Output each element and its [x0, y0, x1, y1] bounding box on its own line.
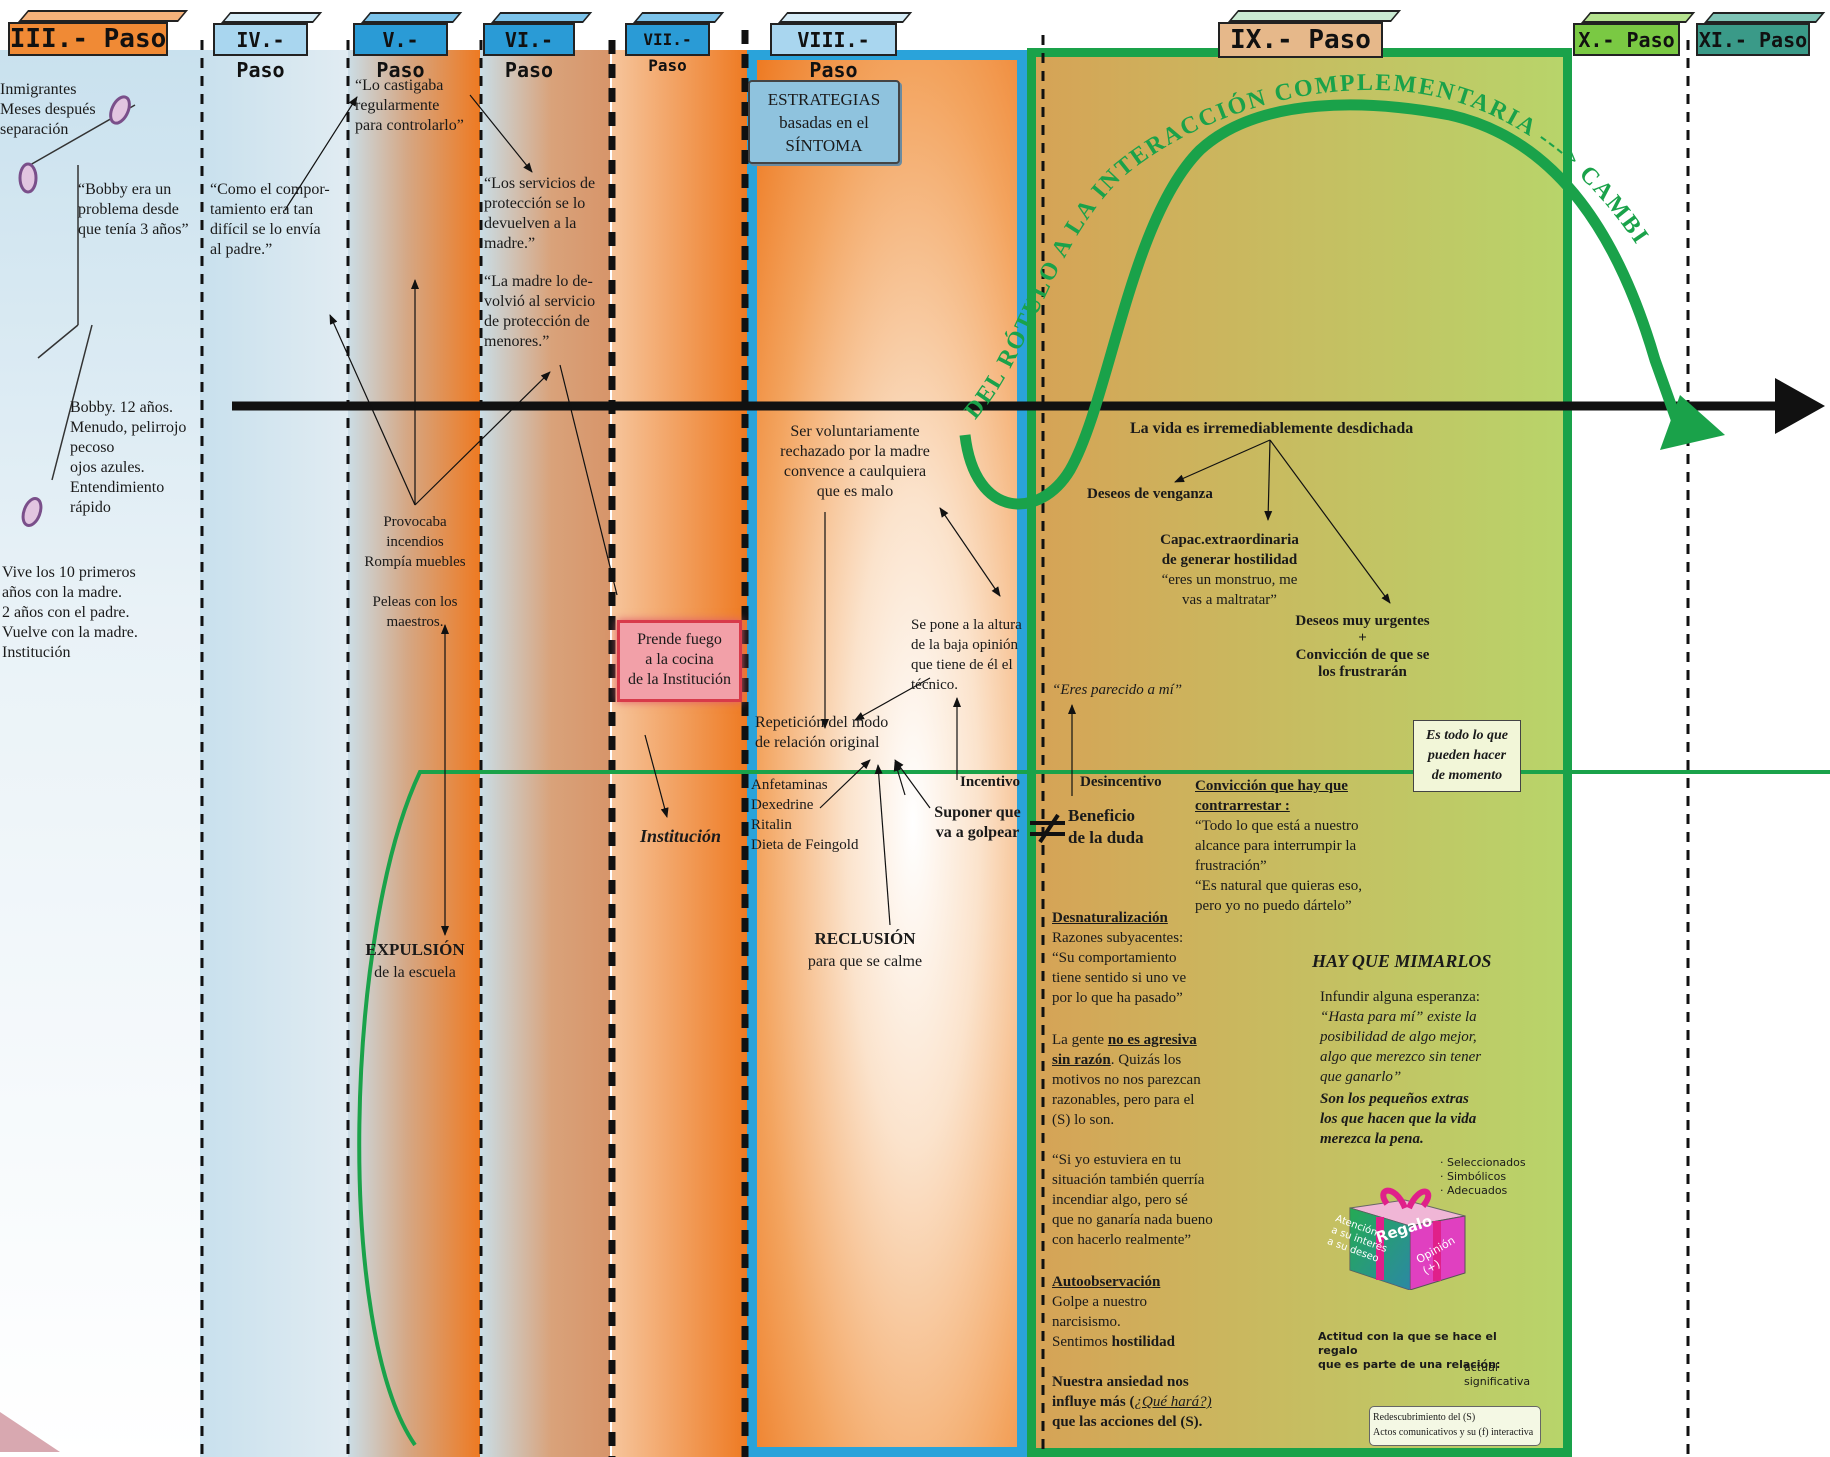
header-label: X.- Paso [1578, 28, 1675, 52]
header-paso-IV: IV.- Paso [213, 12, 323, 82]
people-aggressive-pre: La gente [1052, 1032, 1108, 1048]
col3-background [0, 50, 200, 1457]
people-aggressive-note: La gente no es agresiva sin razón. Quizá… [1052, 1030, 1252, 1130]
protection-quote-2: “La madre lo de- volvió al servicio de p… [484, 273, 596, 350]
header-label: IX.- Paso [1230, 25, 1371, 55]
people-aggressive-bold: no es agresiva sin razón [1052, 1032, 1197, 1068]
all-they-can-text: Es todo lo que pueden hacer de momento [1425, 728, 1509, 783]
hostility-quote: “eres un monstruo, me vas a maltratar” [1161, 572, 1298, 608]
father-quote: “Como el compor- tamiento era tan difíci… [210, 181, 330, 258]
rediscovery-text: Redescubrimiento del (S) Actos comunicat… [1373, 1412, 1534, 1438]
corner-decoration [0, 1412, 60, 1452]
fire-event-box: Prende fuego a la cocina de la Instituci… [617, 620, 742, 702]
incentive-label: Incentivo [960, 774, 1020, 790]
benefit-of-doubt: Beneficio de la duda [1068, 806, 1144, 847]
header-label: VIII.- Paso [797, 28, 870, 82]
bobby-history: Vive los 10 primeros años con la madre. … [2, 564, 138, 661]
fire-event-text: Prende fuego a la cocina de la Instituci… [627, 631, 732, 688]
strategies-text: ESTRATEGIAS basadas en el SÍNTOMA [767, 90, 881, 155]
people-aggressive-post: . Quizás los motivos no nos parezcan raz… [1052, 1052, 1201, 1128]
unhappy-life: La vida es irremediablemente desdichada [1130, 420, 1414, 437]
arc-caption-text: DEL RÓTULO A LA INTERACCIÓN COMPLEMENTAR… [0, 0, 1652, 424]
if-i-were-quote: “Si yo estuviera en tu situación también… [1052, 1152, 1213, 1248]
svg-text:DEL RÓTULO A LA INTERACCIÓN CO: DEL RÓTULO A LA INTERACCIÓN COMPLEMENTAR… [0, 0, 1654, 424]
self-observation-text: Golpe a nuestro narcisismo. Sentimos [1052, 1294, 1147, 1350]
rediscovery-box: Redescubrimiento del (S) Actos comunicat… [1369, 1406, 1541, 1446]
anxiety-b: que las acciones del (S). [1052, 1414, 1203, 1430]
header-paso-III: III.- Paso [8, 10, 189, 56]
family-note: Inmigrantes Meses después separación [0, 81, 96, 138]
protection-quote-1: “Los servicios de protección se lo devue… [484, 175, 596, 252]
col7-background [612, 50, 747, 1457]
suppose-hit-note: Suponer que va a golpear [934, 804, 1021, 841]
similar-quote: “Eres parecido a mí” [1052, 682, 1183, 698]
provocaba-note: Provocaba incendios Rompía muebles [364, 514, 466, 570]
anxiety-note: Nuestra ansiedad nos influye más (¿Qué h… [1052, 1372, 1252, 1432]
attitude-sub: actual significativa [1464, 1361, 1531, 1388]
header-paso-X: X.- Paso [1573, 12, 1696, 56]
repetition-note: Repetición del modo de relación original [755, 714, 889, 751]
self-observation-bold: hostilidad [1111, 1334, 1175, 1350]
hostility-capacity: Capac.extraordinaria de generar hostilid… [1160, 532, 1299, 568]
strategies-box: ESTRATEGIAS basadas en el SÍNTOMA [748, 80, 900, 164]
anxiety-a: Nuestra ansiedad nos influye más ( [1052, 1374, 1189, 1410]
all-they-can-box: Es todo lo que pueden hacer de momento [1413, 720, 1521, 792]
denaturalization-body: Razones subyacentes: “Su comportamiento … [1052, 930, 1187, 1006]
header-paso-VII: VII.- Paso [625, 12, 725, 75]
rejection-note: Ser voluntariamente rechazado por la mad… [780, 423, 930, 500]
bobby-problem-quote: “Bobby era un problema desde que tenía 3… [78, 181, 189, 238]
punishment-quote: “Lo castigaba regularmente para controla… [355, 77, 464, 134]
small-extras: Son los pequeños extras los que hacen qu… [1320, 1091, 1477, 1147]
col10-background [1572, 50, 1830, 1457]
expulsion-subtitle: de la escuela [374, 964, 456, 981]
conviction-title: Convicción que hay que contrarrestar : [1195, 778, 1348, 814]
header-label: VII.- Paso [643, 30, 692, 75]
drugs-list: Anfetaminas Dexedrine Ritalin Dieta de F… [751, 777, 859, 853]
header-label: V.- Paso [376, 28, 425, 82]
header-paso-VI: VI.- Paso [483, 12, 593, 82]
revenge-desire: Deseos de venganza [1087, 486, 1213, 502]
low-opinion-note: Se pone a la altura de la baja opinión q… [911, 617, 1022, 693]
urgent-desires: Deseos muy urgentes + Convicción de que … [1295, 613, 1430, 680]
self-observation-body: Golpe a nuestro narcisismo. Sentimos hos… [1052, 1292, 1242, 1352]
gift-box-icon: Regalo Atención a su interés a su deseo … [1325, 1178, 1470, 1291]
anxiety-italic: ¿Qué hará?) [1134, 1394, 1212, 1410]
col4-background [200, 50, 348, 1457]
gift-qualities: · Seleccionados · Simbólicos · Adecuados [1440, 1156, 1526, 1197]
header-paso-XI: XI.- Paso [1696, 12, 1826, 56]
header-label: IV.- Paso [236, 28, 285, 82]
disincentive-label: Desincentivo [1080, 774, 1162, 790]
peleas-note: Peleas con los maestros. [372, 594, 458, 630]
header-paso-VIII: VIII.- Paso [770, 12, 913, 82]
header-paso-V: V.- Paso [353, 12, 463, 82]
attitude-note: Actitud con la que se hace el regalo que… [1318, 1330, 1501, 1371]
header-label: III.- Paso [9, 24, 167, 54]
conviction-quote: “Todo lo que está a nuestro alcance para… [1195, 818, 1363, 914]
col6-background [480, 50, 610, 1457]
denaturalization-title: Desnaturalización [1052, 910, 1168, 926]
self-observation-title: Autoobservación [1052, 1274, 1161, 1290]
bobby-description: Bobby. 12 años. Menudo, pelirrojo pecoso… [70, 399, 187, 516]
header-label: VI.- Paso [504, 28, 554, 82]
header-paso-IX: IX.- Paso [1218, 10, 1402, 58]
hope-intro: Infundir alguna esperanza: [1320, 989, 1480, 1005]
header-label: XI.- Paso [1698, 28, 1808, 52]
pamper-title: HAY QUE MIMARLOS [1312, 951, 1492, 971]
expulsion-title: EXPULSIÓN [365, 940, 465, 959]
institution-label: Institución [639, 826, 722, 846]
reclusion-title: RECLUSIÓN [814, 929, 916, 948]
hope-quote: “Hasta para mí” existe la posibilidad de… [1320, 1009, 1482, 1085]
reclusion-subtitle: para que se calme [807, 953, 923, 970]
